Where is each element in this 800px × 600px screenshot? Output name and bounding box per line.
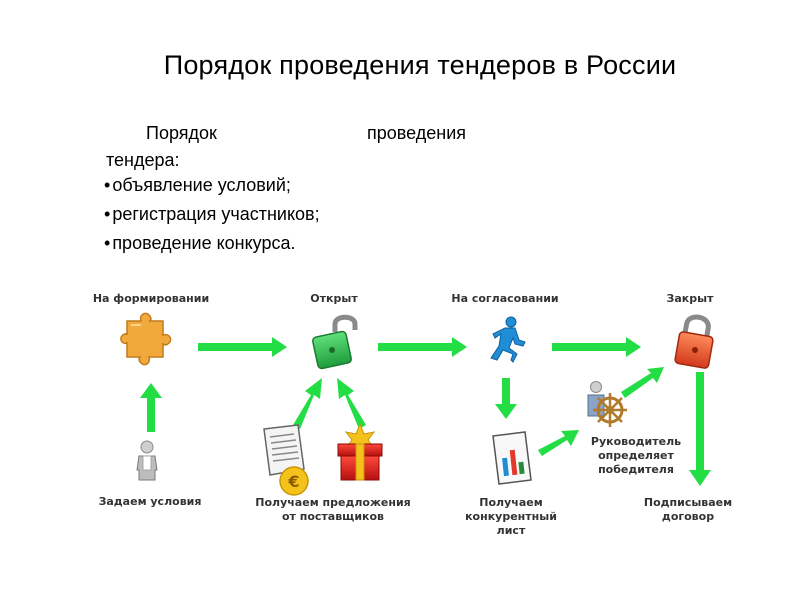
step-label-line: лист: [496, 524, 526, 537]
step-label-line: от поставщиков: [281, 510, 385, 523]
stage-label-forming: На формировании: [92, 292, 210, 305]
stage-label-closed: Закрыт: [666, 292, 714, 305]
arrow-chart-to-manager: [538, 430, 579, 456]
stage-label-open: Открыт: [310, 292, 358, 305]
step-label-proposals: Получаем предложения от поставщиков: [255, 496, 410, 524]
arrow-conditions-up: [140, 383, 162, 432]
flow-arrows: [140, 337, 711, 486]
step-label-line: победителя: [598, 463, 674, 476]
step-label-line: договор: [661, 510, 715, 523]
intro-text: Порядок проведения тендера:: [106, 119, 466, 175]
step-label-sign-contract: Подписываем договор: [644, 496, 732, 524]
puzzle-icon: [120, 312, 172, 366]
step-label-set-conditions: Задаем условия: [98, 495, 202, 508]
step-label-line: Получаем: [479, 496, 543, 509]
arrow-forming-to-open: [198, 337, 287, 357]
open-lock-icon: [312, 314, 358, 370]
step-label-line: Получаем предложения: [255, 496, 411, 509]
bullet-item: проведение конкурса.: [104, 229, 320, 258]
step-label-line: определяет: [598, 449, 674, 462]
runner-icon: [490, 316, 526, 363]
intro-word-1: Порядок: [146, 123, 217, 143]
step-label-line: Подписываем: [643, 496, 733, 509]
arrow-closed-down: [689, 372, 711, 486]
arrow-doc-up: [293, 378, 322, 429]
arrow-approval-to-closed: [552, 337, 641, 357]
page-title: Порядок проведения тендеров в России: [163, 50, 677, 80]
svg-text:€: €: [287, 472, 299, 491]
gift-icon: [337, 422, 383, 481]
step-label-line: Руководитель: [590, 435, 682, 448]
arrow-manager-to-closed: [621, 367, 664, 398]
intro-word-2: проведения: [367, 123, 466, 143]
bullet-list: объявление условий; регистрация участник…: [104, 171, 320, 258]
step-label-manager: Руководитель определяет победителя: [591, 435, 681, 477]
step-label-competitive-list: Получаем конкурентный лист: [465, 496, 557, 538]
closed-lock-icon: [674, 314, 714, 369]
step-label-line: конкурентный: [465, 510, 557, 523]
person-icon: [136, 440, 158, 481]
arrow-approval-down: [495, 378, 517, 419]
chart-document-icon: [492, 431, 532, 485]
bullet-item: объявление условий;: [104, 171, 320, 200]
stage-label-approval: На согласовании: [451, 292, 559, 305]
document-euro-icon: €: [263, 424, 309, 496]
arrow-gift-up: [337, 378, 366, 429]
arrow-open-to-approval: [378, 337, 467, 357]
intro-line-2: тендера:: [106, 150, 180, 170]
manager-wheel-icon: [587, 381, 627, 427]
bullet-item: регистрация участников;: [104, 200, 319, 229]
